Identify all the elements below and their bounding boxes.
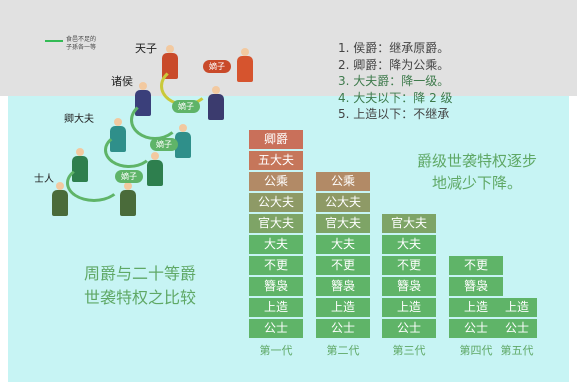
flow-tag: 嫡子: [203, 60, 231, 73]
annotation-line-1: 爵级世袭特权逐步: [416, 152, 537, 170]
rank-cell: 簪袅: [249, 277, 303, 296]
dafu-heir-figure: [147, 152, 163, 186]
note-text: 食邑不足的 子孫各一等: [66, 36, 96, 52]
rank-label-qing-dafu: 卿大夫: [64, 114, 94, 125]
rank-cell: 不更: [249, 256, 303, 275]
rank-cell: 上造: [249, 298, 303, 317]
rule-num: 5.: [338, 107, 350, 121]
rule-num: 3.: [338, 74, 350, 88]
rule-num: 2.: [338, 57, 350, 72]
rank-cell: 不更: [449, 256, 503, 275]
rule-item: 1. 侯爵：继承原爵。: [338, 40, 453, 57]
rule-item: 2. 卿爵：降为公乘。: [338, 57, 453, 74]
zhuhou-heir-figure: [208, 86, 224, 120]
rule-item: 3. 大夫爵：降一级。: [338, 73, 453, 90]
generation-label: 第五代: [500, 344, 534, 357]
rank-cell: 不更: [316, 256, 370, 275]
rank-cell: 公大夫: [249, 193, 303, 212]
flow-arrow-3: [104, 132, 154, 168]
rank-cell: 大夫: [316, 235, 370, 254]
generation-column: 官大夫大夫不更簪袅上造公士: [382, 214, 436, 340]
rank-cell: 簪袅: [316, 277, 370, 296]
rank-cell: 公乘: [249, 172, 303, 191]
rank-cell: 大夫: [382, 235, 436, 254]
inheritance-rules: 1. 侯爵：继承原爵。 2. 卿爵：降为公乘。 3. 大夫爵：降一级。 4. 大…: [338, 40, 453, 123]
rank-cell: 公士: [449, 319, 503, 338]
generation-column: 不更簪袅上造公士: [449, 256, 503, 340]
rank-cell: 上造: [316, 298, 370, 317]
rank-cell: 公士: [249, 319, 303, 338]
rank-cell: 公士: [497, 319, 537, 338]
rule-item: 5. 上造以下：不继承: [338, 106, 453, 123]
rank-cell: 官大夫: [382, 214, 436, 233]
header-band: [0, 0, 577, 96]
annotation-line-2: 地减少下降。: [431, 174, 522, 192]
rank-cell: 官大夫: [316, 214, 370, 233]
annotation: 爵级世袭特权逐步 地减少下降。: [392, 150, 562, 194]
caption: 周爵与二十等爵 世袭特权之比较: [60, 262, 220, 310]
rule-num: 1.: [338, 41, 350, 55]
rank-cell: 官大夫: [249, 214, 303, 233]
flow-arrow-4: [66, 164, 122, 202]
note-line-1: 食邑不足的: [66, 36, 97, 43]
shi-heir-figure: [120, 182, 136, 216]
generation-column: 公乘公大夫官大夫大夫不更簪袅上造公士: [316, 172, 370, 340]
generation-column: 上造公士: [497, 298, 537, 340]
flow-tag: 嫡子: [172, 100, 200, 113]
rank-cell: 不更: [382, 256, 436, 275]
caption-line-1: 周爵与二十等爵: [83, 264, 196, 283]
rank-cell: 卿爵: [249, 130, 303, 149]
rank-cell: 公士: [316, 319, 370, 338]
tianzi-heir-figure: [237, 48, 253, 82]
arrow-icon: [45, 40, 63, 42]
rank-cell: 簪袅: [382, 277, 436, 296]
rule-text: 卿爵：降为公乘。: [353, 57, 450, 72]
rank-label-shi: 士人: [34, 174, 54, 185]
caption-line-2: 世袭特权之比较: [83, 288, 196, 307]
rank-cell: 上造: [497, 298, 537, 317]
rank-label-tianzi: 天子: [135, 42, 157, 55]
generation-label: 第二代: [326, 344, 360, 357]
qing-heir-figure: [175, 124, 191, 158]
rank-cell: 簪袅: [449, 277, 503, 296]
rule-item: 4. 大夫以下：降 2 级: [338, 90, 453, 107]
rank-cell: 五大夫: [249, 151, 303, 170]
rule-text: 上造以下：不继承: [353, 107, 450, 121]
rank-cell: 上造: [449, 298, 503, 317]
flow-tag: 嫡子: [150, 138, 178, 151]
generation-label: 第三代: [392, 344, 426, 357]
rank-cell: 上造: [382, 298, 436, 317]
flow-tag: 嫡子: [115, 170, 143, 183]
shi-figure: [52, 182, 68, 216]
rank-cell: 大夫: [249, 235, 303, 254]
rule-text: 大夫以下：降 2 级: [353, 90, 453, 105]
generation-label: 第一代: [259, 344, 293, 357]
rank-cell: 公士: [382, 319, 436, 338]
generation-label: 第四代: [459, 344, 493, 357]
rank-cell: 公乘: [316, 172, 370, 191]
rank-cell: 公大夫: [316, 193, 370, 212]
generation-column: 卿爵五大夫公乘公大夫官大夫大夫不更簪袅上造公士: [249, 130, 303, 340]
rule-text: 侯爵：继承原爵。: [353, 41, 450, 55]
note-line-2: 子孫各一等: [66, 44, 97, 51]
rank-label-zhuhou: 诸侯: [111, 75, 133, 88]
rule-num: 4.: [338, 90, 350, 105]
rule-text: 大夫爵：降一级。: [353, 74, 450, 88]
